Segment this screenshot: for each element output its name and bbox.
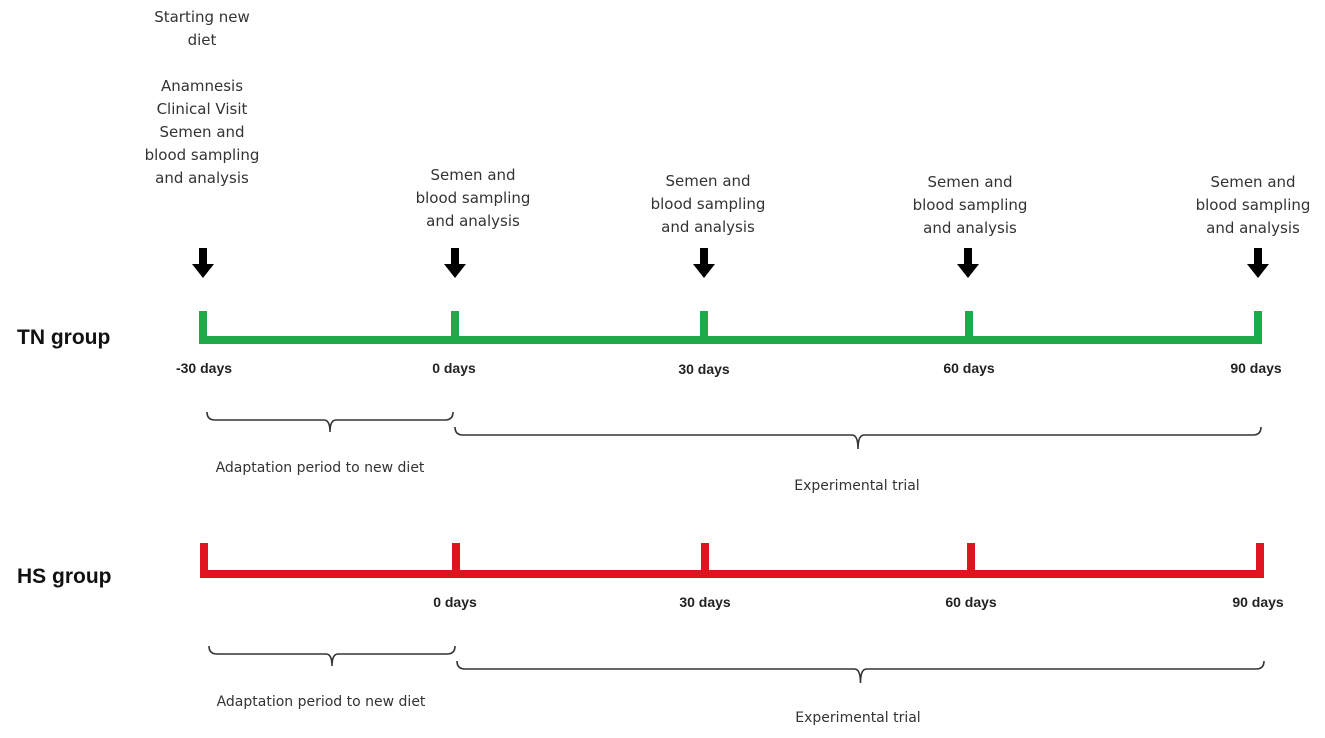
tn-trial-brace [454,426,1262,450]
sampling-note-line: Semen and [665,172,751,190]
start-note-line: blood sampling [144,146,260,164]
hs-tick-label: 60 days [945,594,997,610]
sampling-note-line: blood sampling [912,196,1028,214]
start-note: Starting new diet Anamnesis Clinical Vis… [132,6,272,190]
tn-tick-label: -30 days [175,360,233,376]
sampling-note-line: Semen and [927,173,1013,191]
sampling-note-line: Semen and [430,166,516,184]
tn-trial-label: Experimental trial [794,478,920,494]
sampling-note-line: blood sampling [415,189,531,207]
sampling-note-0: Semen and blood sampling and analysis [398,164,548,233]
sampling-note-90: Semen and blood sampling and analysis [1178,171,1325,240]
sampling-note-line: and analysis [1206,219,1300,237]
down-arrow-icon [1247,248,1269,278]
start-note-line: Clinical Visit [156,100,248,118]
sampling-note-line: and analysis [923,219,1017,237]
start-note-line: diet [187,31,217,49]
hs-adaptation-brace [208,645,456,667]
sampling-note-line: Semen and [1210,173,1296,191]
hs-trial-label: Experimental trial [795,710,921,726]
start-note-line: and analysis [155,169,249,187]
period-braces [206,411,1265,684]
hs-group-label: HS group [17,565,112,588]
hs-tick-label: 0 days [433,594,477,610]
timelines [199,311,1264,578]
tn-tick-label: 90 days [1230,360,1282,376]
hs-adaptation-label: Adaptation period to new diet [216,694,426,710]
down-arrow-icon [957,248,979,278]
sampling-note-line: blood sampling [1195,196,1311,214]
down-arrow-icon [693,248,715,278]
hs-trial-brace [456,660,1265,684]
tn-group-label: TN group [17,326,111,349]
hs-tick-label: 30 days [679,594,731,610]
start-note-line: Starting new [154,8,250,26]
sampling-note-60: Semen and blood sampling and analysis [895,171,1045,240]
down-arrow-icon [444,248,466,278]
tn-tick-label: 0 days [432,360,476,376]
tn-tick-label: 30 days [678,361,730,377]
sampling-note-line: and analysis [661,218,755,236]
hs-tick-label: 90 days [1232,594,1284,610]
down-arrow-icon [192,248,214,278]
tn-tick-label: 60 days [943,360,995,376]
sampling-note-30: Semen and blood sampling and analysis [633,170,783,239]
sampling-arrows [192,248,1269,278]
sampling-note-line: and analysis [426,212,520,230]
tn-adaptation-label: Adaptation period to new diet [215,460,425,476]
start-note-line: Semen and [159,123,245,141]
tn-adaptation-brace [206,411,454,433]
sampling-note-line: blood sampling [650,195,766,213]
start-note-line: Anamnesis [160,77,244,95]
